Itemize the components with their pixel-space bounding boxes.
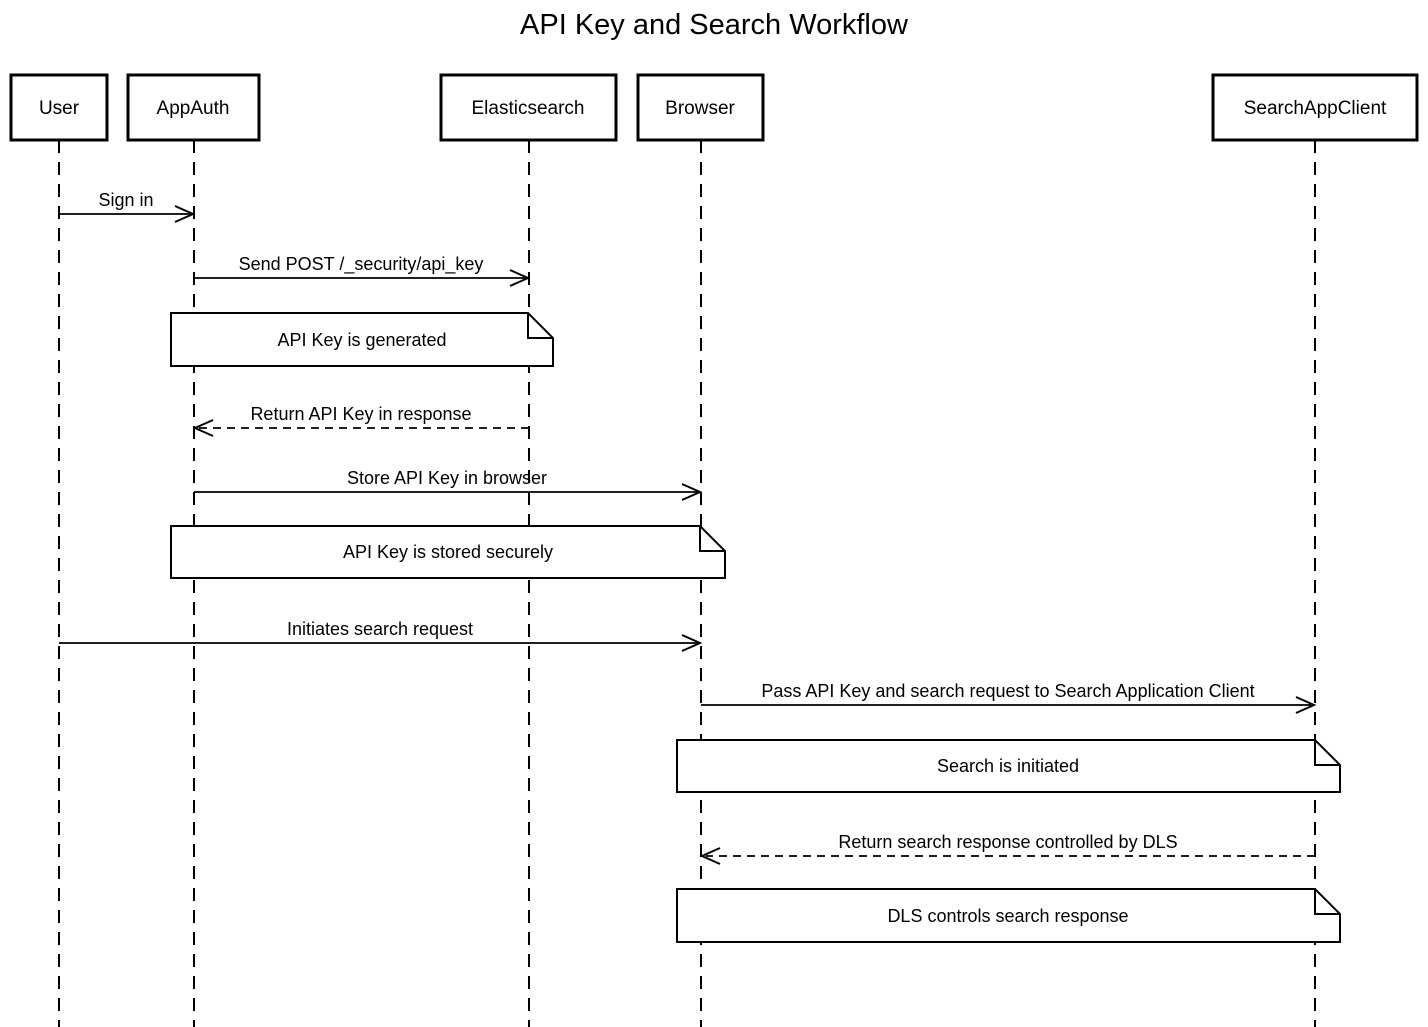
note-label: Search is initiated [937, 756, 1079, 776]
note-label: DLS controls search response [887, 906, 1128, 926]
lifelines [58, 140, 1316, 1027]
message-label: Sign in [98, 190, 153, 210]
message-label: Pass API Key and search request to Searc… [761, 681, 1254, 701]
participant-browser: Browser [636, 73, 765, 142]
note-api-key-stored: API Key is stored securely [170, 525, 726, 579]
message-label: Store API Key in browser [347, 468, 547, 488]
message-label: Return search response controlled by DLS [838, 832, 1177, 852]
participant-box [9, 73, 109, 142]
arrowhead-right-icon [1295, 696, 1317, 714]
message-initiates-search: Initiates search request [59, 619, 703, 652]
note-label: API Key is stored securely [343, 542, 553, 562]
participant-searchappclient: SearchAppClient [1211, 73, 1419, 142]
note-fold-icon [1314, 740, 1340, 766]
note-search-initiated: Search is initiated [676, 739, 1341, 793]
participant-box [439, 73, 618, 142]
message-return-search-response: Return search response controlled by DLS [699, 832, 1315, 865]
participant-user: User [9, 73, 109, 142]
note-fold-icon [527, 313, 553, 339]
message-return-api-key: Return API Key in response [192, 404, 529, 437]
note-shape [676, 739, 1341, 793]
message-label: Initiates search request [287, 619, 473, 639]
message-sign-in: Sign in [59, 190, 196, 223]
arrowhead-left-icon [192, 419, 214, 437]
participant-box [636, 73, 765, 142]
arrowhead-right-icon [681, 483, 703, 501]
message-send-post: Send POST /_security/api_key [194, 254, 531, 287]
arrowhead-left-icon [699, 847, 721, 865]
note-shape [676, 888, 1341, 943]
participant-appauth: AppAuth [126, 73, 261, 142]
participant-label: User [39, 98, 80, 119]
message-label: Return API Key in response [250, 404, 471, 424]
participant-label: AppAuth [157, 98, 230, 119]
note-dls-controls: DLS controls search response [676, 888, 1341, 943]
arrowhead-right-icon [174, 205, 196, 223]
note-fold-icon [699, 526, 725, 552]
arrowhead-right-icon [681, 634, 703, 652]
diagram-title: API Key and Search Workflow [520, 9, 909, 41]
note-label: API Key is generated [277, 330, 446, 350]
arrowhead-right-icon [509, 269, 531, 287]
note-api-key-generated: API Key is generated [170, 312, 554, 367]
message-pass-api-key: Pass API Key and search request to Searc… [701, 681, 1317, 714]
participant-label: SearchAppClient [1244, 98, 1387, 119]
participant-elasticsearch: Elasticsearch [439, 73, 618, 142]
participant-box [126, 73, 261, 142]
participant-label: Browser [665, 98, 735, 119]
message-label: Send POST /_security/api_key [239, 254, 484, 275]
note-fold-icon [1314, 889, 1340, 915]
participant-label: Elasticsearch [472, 98, 585, 119]
note-shape [170, 525, 726, 579]
participant-box [1211, 73, 1419, 142]
message-store-api-key: Store API Key in browser [194, 468, 703, 501]
note-shape [170, 312, 554, 367]
